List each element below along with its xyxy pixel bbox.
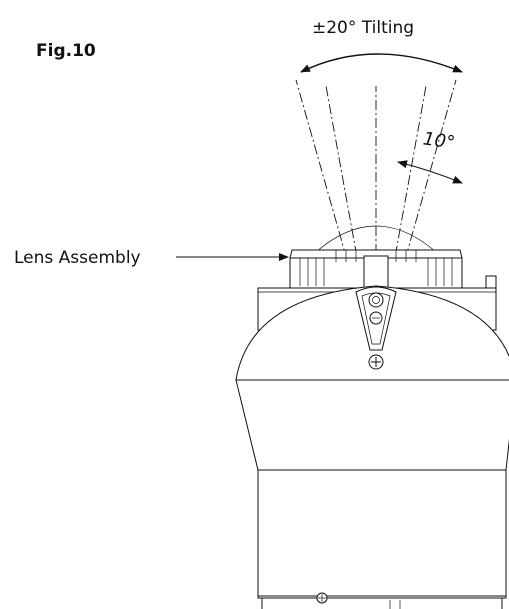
tilt-axis-line <box>295 79 377 363</box>
lens-dome-outline <box>315 225 437 253</box>
housing-tapered-body <box>235 379 509 471</box>
tilt-pivot-assembly <box>316 286 397 604</box>
figure-number-label: Fig.10 <box>36 41 96 61</box>
tilt-axis-line <box>375 85 427 363</box>
tilt-axis-line <box>325 85 377 363</box>
tilt-axis-line <box>375 79 457 363</box>
housing-lower-body <box>257 469 507 599</box>
tilt-lock-screw <box>368 292 384 308</box>
camera-housing <box>235 285 509 609</box>
angle-dimension-arc <box>397 160 463 184</box>
tilt-range-label: ±20° Tilting <box>312 18 414 38</box>
lens-assembly-label: Lens Assembly <box>14 248 141 268</box>
lens-assembly <box>289 249 497 300</box>
tilt-arc-arrow <box>300 53 463 73</box>
